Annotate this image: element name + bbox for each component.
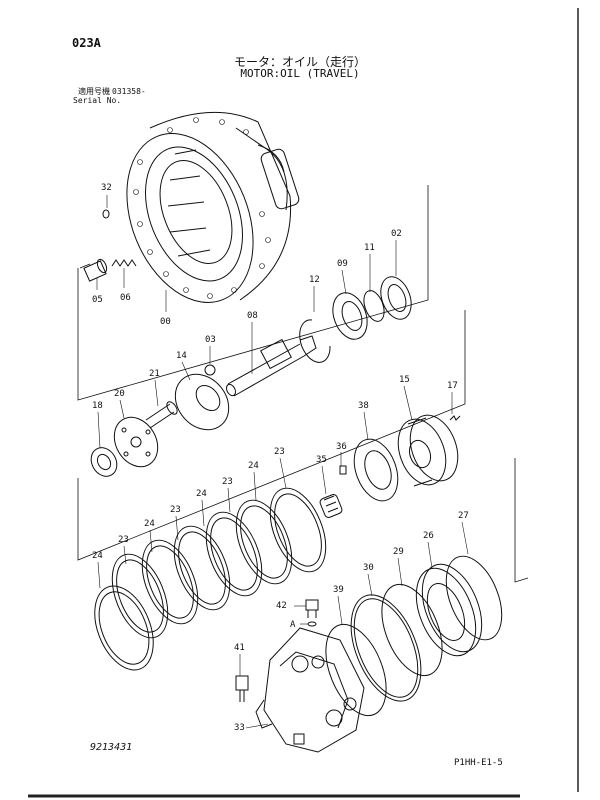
callout-26: 26 — [423, 531, 434, 541]
callout-41: 41 — [234, 643, 245, 653]
callout-18: 18 — [92, 401, 103, 411]
part-35-needle-bearing — [319, 494, 343, 518]
part-00-housing — [126, 111, 300, 303]
callout-11: 11 — [364, 243, 375, 253]
part-26-brake-piston — [415, 563, 483, 657]
part-39-o-ring — [325, 623, 387, 717]
title-japanese: モータ：オイル（走行） — [233, 55, 366, 69]
callout-32: 32 — [101, 183, 112, 193]
callout-00: 00 — [160, 317, 171, 327]
callout-08: 08 — [247, 311, 258, 321]
serial-label-english: Serial No. — [73, 96, 122, 105]
sheet-reference: P1HH-E1-5 — [454, 758, 503, 768]
callout-05: 05 — [92, 295, 103, 305]
part-27-ring — [445, 555, 503, 641]
part-11-snap-ring — [363, 290, 385, 322]
callout-06: 06 — [120, 293, 131, 303]
part-42-plug — [305, 599, 319, 618]
callout-20: 20 — [114, 389, 125, 399]
leader-lines — [96, 195, 469, 729]
callout-23-d: 23 — [118, 535, 129, 545]
callout-24-a: 24 — [248, 461, 259, 471]
callout-36: 36 — [336, 442, 347, 452]
callout-15: 15 — [399, 375, 410, 385]
serial-label-japanese: 適用号機 — [78, 87, 110, 96]
part-36-pin — [339, 465, 347, 475]
callout-35: 35 — [316, 455, 327, 465]
callout-38: 38 — [358, 401, 369, 411]
callout-02: 02 — [391, 229, 402, 239]
callout-30: 30 — [363, 563, 374, 573]
part-06-spring — [111, 259, 137, 267]
callout-33: 33 — [234, 723, 245, 733]
title-english: MOTOR:OIL (TRAVEL) — [240, 67, 360, 80]
callout-23-b: 23 — [222, 477, 233, 487]
callout-12: 12 — [309, 275, 320, 285]
callout-14: 14 — [176, 351, 187, 361]
part-15-cylinder-block — [397, 414, 459, 487]
callout-24-d: 24 — [92, 551, 103, 561]
callout-24-b: 24 — [196, 489, 207, 499]
callout-21: 21 — [149, 369, 160, 379]
callout-42: 42 — [276, 601, 287, 611]
part-21-piston — [145, 401, 178, 429]
callout-39: 39 — [333, 585, 344, 595]
callout-17: 17 — [447, 381, 458, 391]
part-30-o-ring — [350, 594, 422, 702]
callout-A: A — [290, 620, 296, 630]
part-12-retaining-ring — [299, 319, 331, 363]
part-03-ball — [204, 364, 216, 376]
part-32-plug — [102, 209, 110, 219]
part-A-o-ring — [307, 621, 317, 627]
serial-value: 031358- — [112, 87, 146, 96]
part-08-shaft — [225, 335, 317, 397]
callout-09: 09 — [337, 259, 348, 269]
callout-29: 29 — [393, 547, 404, 557]
part-14-swash-plate — [174, 373, 230, 431]
friction-plates — [94, 487, 327, 671]
callout-27: 27 — [458, 511, 469, 521]
part-33-valve-casing — [255, 627, 365, 753]
assembly-boundary-lines — [77, 185, 529, 583]
part-41-bolt — [235, 675, 249, 702]
part-29-o-ring — [381, 583, 443, 677]
drawing-number: 9213431 — [90, 742, 133, 753]
page-code: 023A — [72, 36, 101, 50]
callout-03: 03 — [205, 335, 216, 345]
part-20-retainer-plate — [113, 416, 159, 468]
part-05-pin — [83, 258, 108, 282]
callout-24-c: 24 — [144, 519, 155, 529]
part-02-seal — [380, 276, 412, 320]
part-18-spherical-bushing — [90, 447, 118, 477]
callout-23-c: 23 — [170, 505, 181, 515]
callout-23-a: 23 — [274, 447, 285, 457]
part-38-bearing — [353, 438, 399, 502]
part-17-spring — [449, 415, 461, 421]
part-09-bearing — [332, 292, 368, 340]
